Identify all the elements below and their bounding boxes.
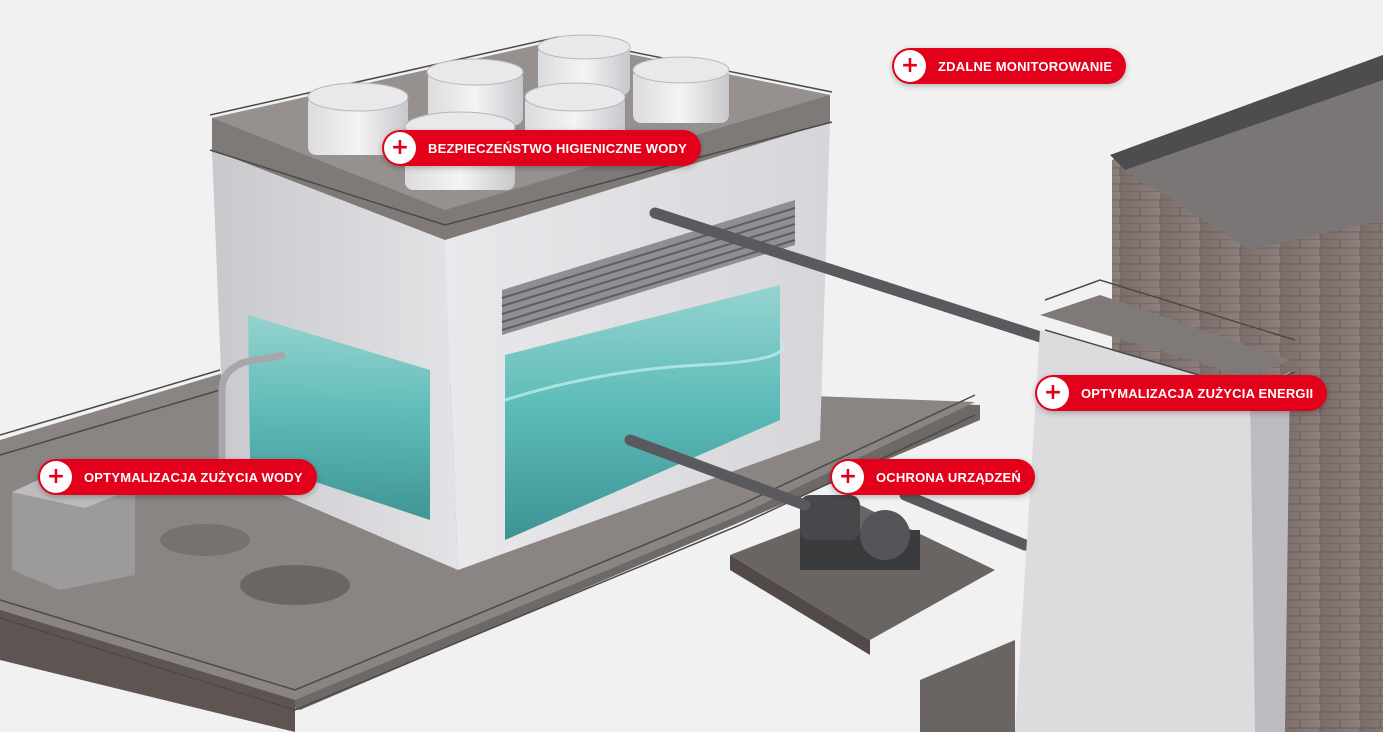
pump-motor — [800, 495, 860, 540]
pipes — [624, 207, 1056, 551]
plus-icon: + — [40, 461, 72, 493]
cabinet-front — [1015, 330, 1255, 732]
plus-icon: + — [384, 132, 416, 164]
hotspot-equipment[interactable]: + OCHRONA URZĄDZEŃ — [830, 459, 1035, 495]
water-basin-front — [505, 285, 780, 540]
platform-railing — [0, 369, 976, 711]
hotspot-water-hygiene[interactable]: + BEZPIECZEŃSTWO HIGIENICZNE WODY — [382, 130, 701, 166]
pump-volute — [860, 510, 910, 560]
pump-platform — [730, 505, 995, 640]
building-roof — [1110, 55, 1383, 170]
hotspot-label: BEZPIECZEŃSTWO HIGIENICZNE WODY — [428, 140, 687, 156]
wet-stain — [240, 565, 350, 605]
side-pipe — [218, 351, 286, 465]
cabinet-top — [1040, 295, 1290, 378]
hotspot-label: OCHRONA URZĄDZEŃ — [876, 469, 1021, 485]
hotspot-label: ZDALNE MONITOROWANIE — [938, 58, 1113, 74]
wet-stain — [160, 524, 250, 556]
water-surface — [504, 338, 785, 402]
hotspot-energy[interactable]: + OPTYMALIZACJA ZUŻYCIA ENERGII — [1035, 375, 1328, 411]
hotspot-label: OPTYMALIZACJA ZUŻYCIA WODY — [84, 469, 303, 485]
hotspot-remote-monitoring[interactable]: + ZDALNE MONITOROWANIE — [892, 48, 1127, 84]
plus-icon: + — [1037, 377, 1069, 409]
hotspot-label: OPTYMALIZACJA ZUŻYCIA ENERGII — [1081, 385, 1314, 401]
plus-icon: + — [832, 461, 864, 493]
plus-icon: + — [894, 50, 926, 82]
ground-strip — [920, 640, 1015, 732]
building-roof-top — [1125, 80, 1383, 250]
cabinet-side — [1250, 372, 1290, 732]
hotspot-water-usage[interactable]: + OPTYMALIZACJA ZUŻYCIA WODY — [38, 459, 317, 495]
pump-platform-side — [730, 555, 870, 655]
